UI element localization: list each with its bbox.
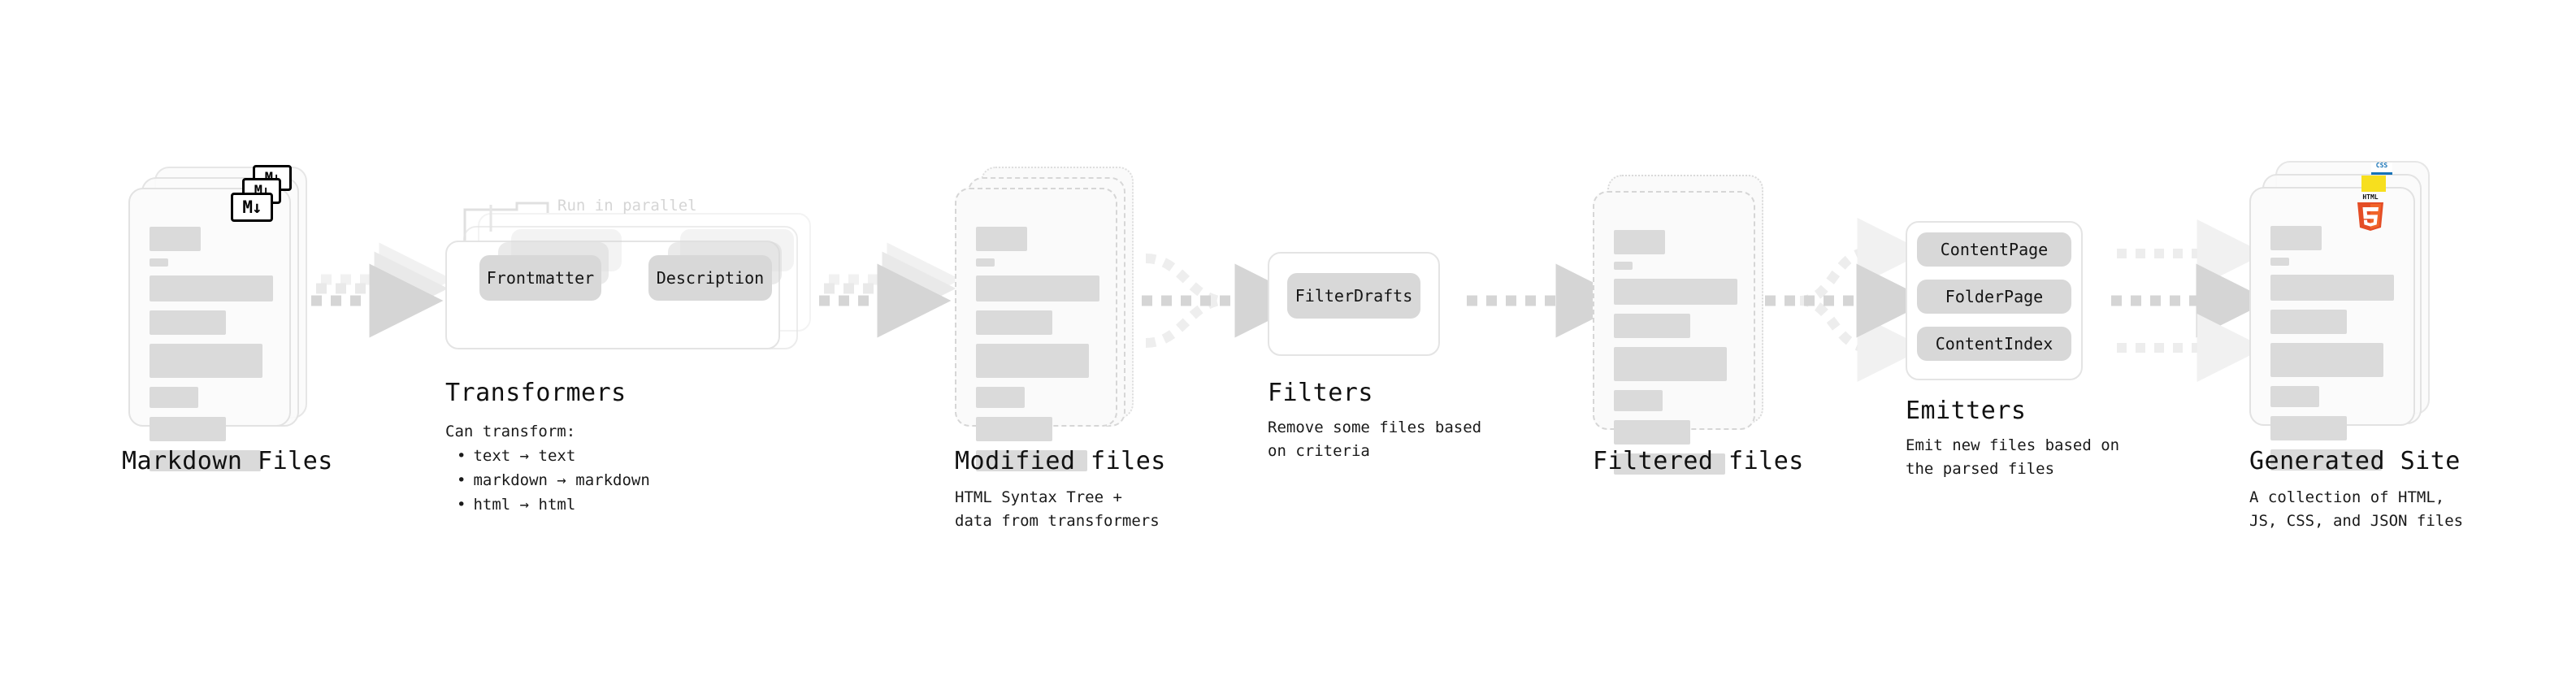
stage-desc-modified-files: HTML Syntax Tree + data from transformer… — [955, 488, 1160, 530]
stage-filtered-files — [1593, 175, 1772, 475]
capability-item: html → html — [457, 492, 650, 517]
stage-desc-emitters: Emit new files based on the parsed files — [1906, 436, 2120, 478]
svg-text:HTML: HTML — [2362, 193, 2378, 201]
stage-title-generated-site: Generated Site — [2249, 447, 2461, 475]
capability-item: text → text — [457, 444, 650, 468]
file-card-front — [1593, 191, 1755, 475]
stage-transformers: Frontmatter Description — [445, 213, 819, 375]
arrow-transformers-to-modified — [819, 242, 961, 338]
stage-filters: FilterDrafts — [1268, 252, 1446, 358]
stage-generated-site: CSS HTML — [2249, 161, 2436, 471]
css-badge: CSS — [2371, 162, 2392, 175]
emitter-pill-folderpage[interactable]: FolderPage — [1917, 280, 2071, 314]
file-card-front — [128, 188, 291, 471]
stage-desc-generated-site: A collection of HTML, JS, CSS, and JSON … — [2249, 488, 2464, 530]
stage-title-markdown-files: Markdown Files — [122, 447, 333, 475]
capability-items: text → text markdown → markdown html → h… — [445, 444, 650, 517]
emitter-pill-contentindex[interactable]: ContentIndex — [1917, 327, 2071, 361]
capability-item: markdown → markdown — [457, 468, 649, 492]
stage-modified-files — [955, 167, 1134, 471]
filter-pill-filterdrafts[interactable]: FilterDrafts — [1287, 273, 1420, 319]
stage-title-filtered-files: Filtered files — [1593, 447, 1804, 475]
arrow-modified-to-filters — [1142, 254, 1309, 348]
placeholder-lines — [1614, 230, 1737, 484]
placeholder-lines — [150, 227, 273, 480]
capability-list-header: Can transform: — [445, 423, 576, 440]
arrow-emitters-to-site — [2111, 219, 2270, 382]
placeholder-lines — [976, 227, 1099, 480]
js-badge — [2361, 176, 2386, 192]
stage-title-transformers: Transformers — [445, 379, 627, 407]
stage-desc-filters: Remove some files based on criteria — [1268, 419, 1482, 460]
stage-title-modified-files: Modified files — [955, 447, 1166, 475]
placeholder-lines — [2270, 226, 2394, 479]
stage-markdown-files: M↓ M↓ M↓ — [128, 165, 307, 471]
file-card-front — [955, 188, 1117, 471]
stage-title-filters: Filters — [1268, 379, 1373, 407]
arrow-markdown-to-transformers — [311, 242, 453, 338]
arrow-filtered-to-emitters — [1765, 218, 1931, 382]
transformer-pill-frontmatter[interactable]: Frontmatter — [479, 255, 601, 301]
stage-title-emitters: Emitters — [1906, 397, 2027, 425]
html5-badge: HTML — [2353, 192, 2387, 231]
emitter-pill-contentpage[interactable]: ContentPage — [1917, 232, 2071, 267]
file-card-front — [2249, 187, 2415, 471]
stage-emitters: ContentPage FolderPage ContentIndex — [1906, 221, 2101, 384]
transformer-pill-description[interactable]: Description — [648, 255, 772, 301]
run-in-parallel-label: Run in parallel — [557, 197, 697, 215]
transformers-capability-list: Can transform: text → text markdown → ma… — [445, 419, 650, 517]
markdown-badge: M↓ — [231, 193, 273, 222]
